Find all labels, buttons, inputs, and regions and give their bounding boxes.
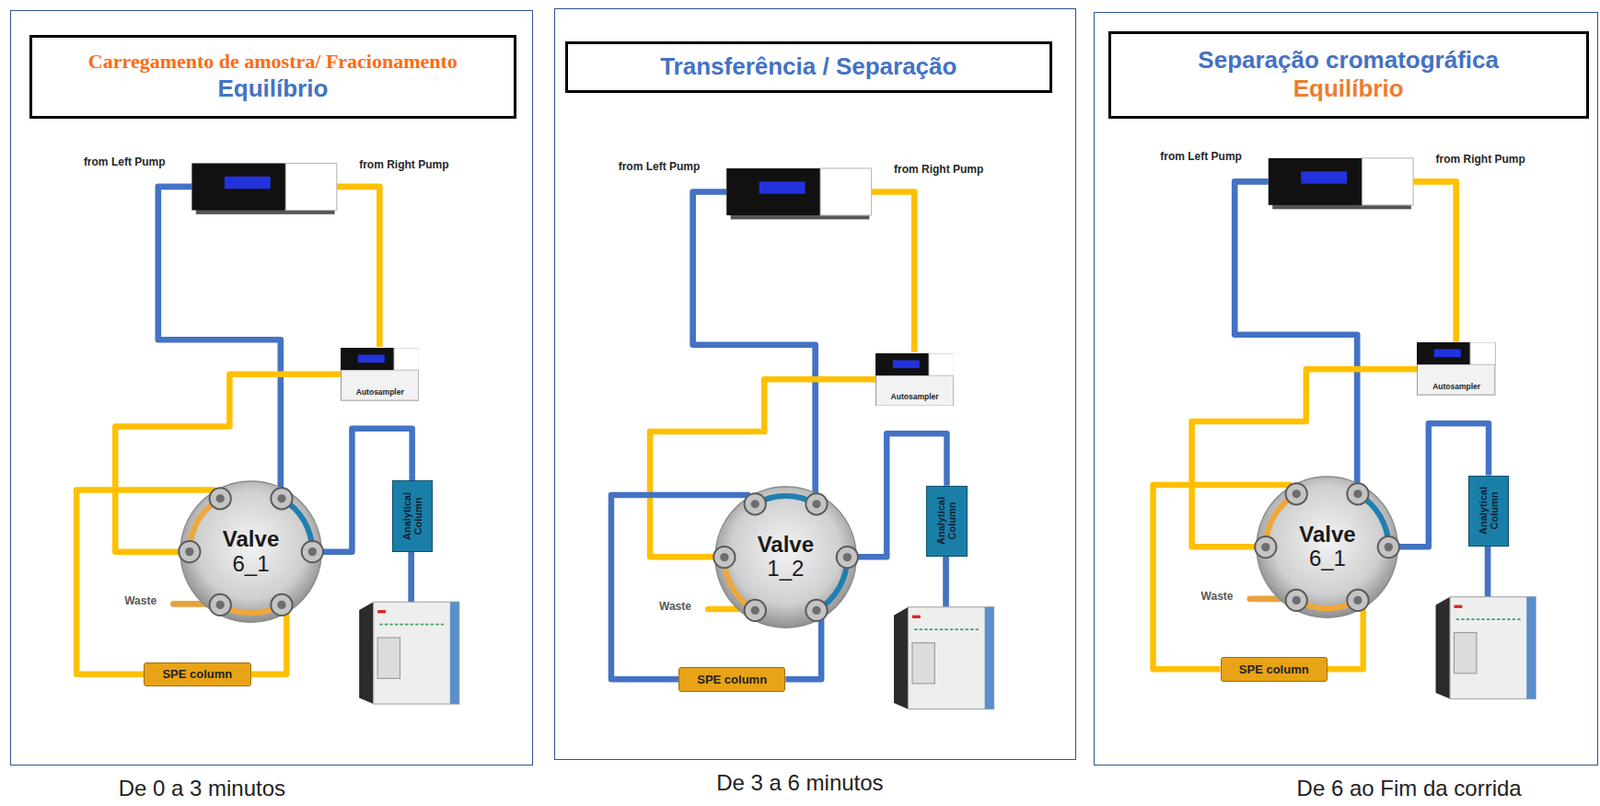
valve-port [1347, 483, 1369, 505]
rig-panel-2 [693, 168, 995, 710]
pump-label: from Left Pump [1159, 150, 1242, 163]
spe-label: SPE column [696, 672, 767, 687]
valve-port [805, 493, 827, 515]
phase-header: Separação cromatográficaEquilíbrio [1108, 31, 1589, 118]
autosampler-label: Autosampler [891, 392, 940, 402]
pump-label: from Right Pump [893, 162, 984, 176]
waste-label: Waste [124, 594, 157, 608]
phase-panel: De 3 a 6 minutosTransferência / Separaçã… [554, 8, 1078, 761]
valve-port [1378, 536, 1400, 558]
valve-port [805, 599, 827, 621]
column-label: Analytical Column [401, 482, 424, 551]
phase-panel: De 6 ao Fim da corridaSeparação cromatog… [1093, 11, 1599, 766]
pump-label: from Right Pump [1436, 152, 1526, 166]
column-label: Analytical Column [935, 487, 958, 557]
autosampler-label: Autosampler [356, 387, 405, 397]
valve-port [209, 487, 232, 510]
waste-label: Waste [659, 600, 692, 614]
valve-label: Valve [757, 533, 814, 557]
phase-title: Equilíbrio [1293, 74, 1404, 104]
phase-title: Separação cromatográfica [1197, 46, 1499, 75]
valve-port [1255, 536, 1277, 558]
pump-label: from Right Pump [359, 158, 449, 172]
spe-column: SPE column [143, 662, 251, 688]
analytical-column: Analytical Column [392, 480, 433, 553]
spe-column: SPE column [678, 667, 786, 693]
rig-panel-1 [158, 162, 460, 705]
valve-port [1286, 589, 1308, 611]
rig-panel-3 [1234, 158, 1536, 700]
valve-port [209, 594, 232, 616]
column-label: Analytical Column [1477, 477, 1500, 546]
phase-caption: De 6 ao Fim da corrida [1297, 776, 1522, 802]
switching-valve: Valve1_2 [714, 486, 858, 629]
pump-label: from Left Pump [83, 155, 166, 169]
phase-caption: De 3 a 6 minutos [716, 770, 883, 797]
analytical-column: Analytical Column [1468, 475, 1509, 548]
phase-panel: De 0 a 3 minutosCarregamento de amostra/… [10, 10, 534, 766]
switching-valve: Valve6_1 [1255, 475, 1399, 619]
switching-valve: Valve6_1 [179, 480, 323, 624]
analytical-column: Analytical Column [926, 486, 967, 558]
pump-label: from Left Pump [618, 160, 701, 174]
valve-port [270, 594, 292, 616]
phase-caption: De 0 a 3 minutos [118, 776, 286, 802]
autosampler: Autosampler [340, 347, 419, 402]
valve-label: Valve [1298, 522, 1356, 547]
spe-column: SPE column [1220, 657, 1328, 683]
autosampler: Autosampler [1416, 342, 1496, 396]
valve-port [1286, 483, 1308, 505]
valve-port [743, 599, 766, 621]
valve-port [1347, 589, 1369, 611]
phase-title: Transferência / Separação [660, 52, 957, 82]
valve-port [178, 541, 200, 563]
autosampler-label: Autosampler [1432, 382, 1481, 392]
valve-port [713, 546, 735, 569]
valve-port [270, 487, 292, 510]
phase-header: Transferência / Separação [565, 41, 1053, 93]
valve-label: Valve [222, 527, 279, 552]
spe-label: SPE column [1239, 662, 1310, 677]
valve-port [835, 546, 858, 569]
phase-header: Carregamento de amostra/ FracionamentoEq… [29, 34, 517, 119]
spe-label: SPE column [162, 667, 232, 682]
waste-label: Waste [1201, 590, 1234, 603]
valve-port [301, 541, 324, 563]
valve-label: 6_1 [1309, 546, 1346, 571]
valve-label: 1_2 [766, 556, 804, 581]
phase-title: Equilíbrio [217, 74, 328, 104]
valve-port [743, 493, 766, 515]
phase-title: Carregamento de amostra/ Fracionamento [88, 49, 458, 74]
autosampler: Autosampler [875, 353, 954, 407]
valve-label: 6_1 [232, 552, 270, 577]
